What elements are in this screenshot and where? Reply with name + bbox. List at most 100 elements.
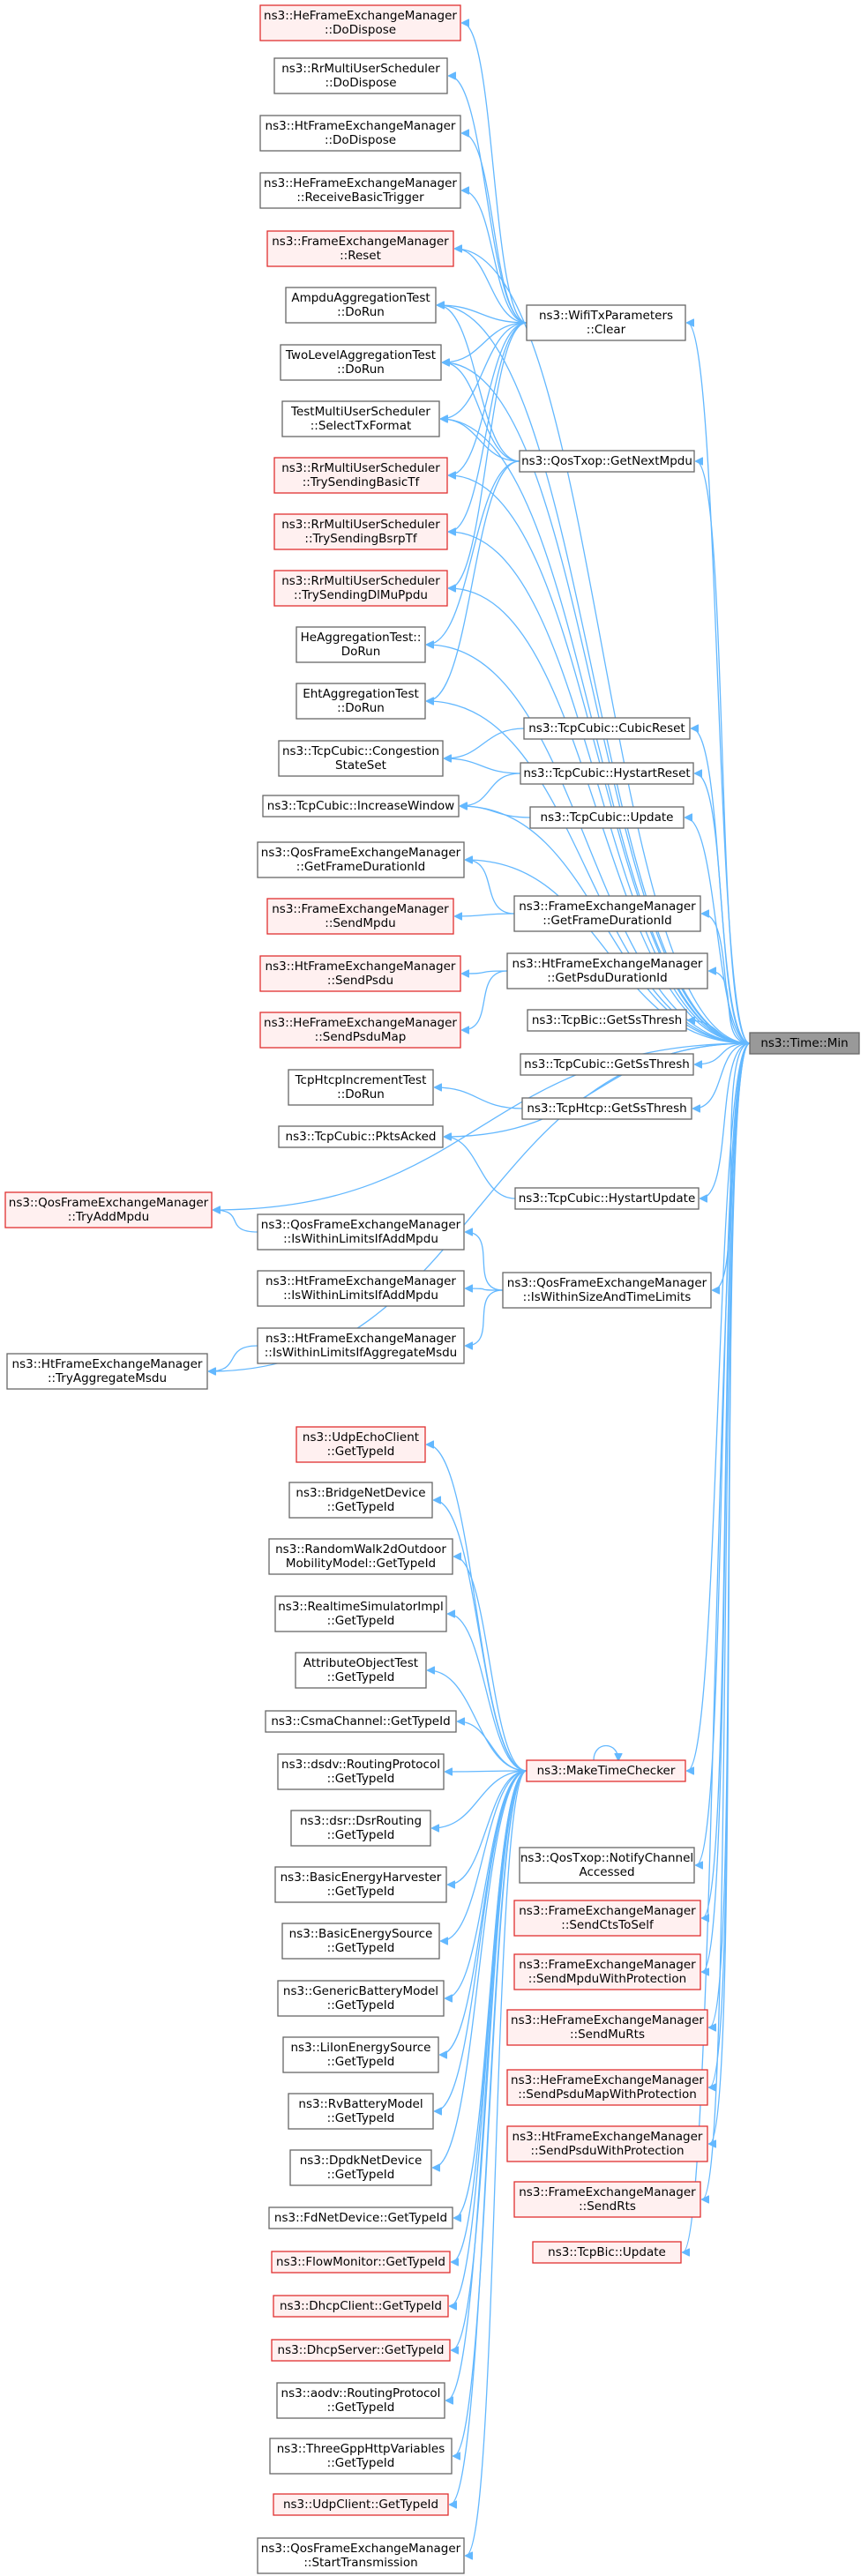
node-qosfem-starttx[interactable]: ns3::QosFrameExchangeManager::StartTrans… bbox=[257, 2537, 465, 2574]
node-htfem-gpdi[interactable]: ns3::HtFrameExchangeManager::GetPsduDura… bbox=[506, 952, 708, 989]
node-rrmus-tsbsrptf[interactable]: ns3::RrMultiUserScheduler::TrySendingBsr… bbox=[273, 513, 448, 550]
node-hefem-rbt[interactable]: ns3::HeFrameExchangeManager::ReceiveBasi… bbox=[259, 172, 461, 209]
node-box bbox=[506, 2009, 708, 2046]
node-rrmus-tsbtf[interactable]: ns3::RrMultiUserScheduler::TrySendingBas… bbox=[273, 457, 448, 494]
node-dhcpserver-gti[interactable]: ns3::DhcpServer::GetTypeId bbox=[271, 2339, 451, 2362]
node-threegpp-gti[interactable]: ns3::ThreeGppHttpVariables::GetTypeId bbox=[269, 2438, 453, 2475]
node-hefem-dodispose[interactable]: ns3::HeFrameExchangeManager::DoDispose bbox=[259, 4, 461, 41]
node-flowmonitor-gti[interactable]: ns3::FlowMonitor::GetTypeId bbox=[271, 2251, 451, 2274]
node-qostxop-gnm[interactable]: ns3::QosTxop::GetNextMpdu bbox=[519, 450, 695, 473]
node-fem-sendmpduwp[interactable]: ns3::FrameExchangeManager::SendMpduWithP… bbox=[513, 1953, 701, 1990]
node-qosfem-gfdi[interactable]: ns3::QosFrameExchangeManager::GetFrameDu… bbox=[257, 841, 465, 878]
node-liion-gti[interactable]: ns3::LiIonEnergySource::GetTypeId bbox=[282, 2036, 439, 2073]
node-box bbox=[295, 1652, 427, 1689]
node-tcpcubic-iw[interactable]: ns3::TcpCubic::IncreaseWindow bbox=[262, 795, 460, 818]
node-wtxp-clear[interactable]: ns3::WifiTxParameters::Clear bbox=[526, 304, 686, 341]
node-hefem-sendpsdumap[interactable]: ns3::HeFrameExchangeManager::SendPsduMap bbox=[259, 1012, 461, 1049]
node-rrmus-tsdlmu[interactable]: ns3::RrMultiUserScheduler::TrySendingDlM… bbox=[273, 570, 448, 607]
edge-rrmus_tsdlmu-to-wtxp_clear bbox=[449, 322, 528, 588]
node-csmachannel-gti[interactable]: ns3::CsmaChannel::GetTypeId bbox=[265, 1710, 457, 1733]
node-tcpcubic-cubicreset[interactable]: ns3::TcpCubic::CubicReset bbox=[523, 717, 691, 740]
node-hefem-sendpsdumapwp[interactable]: ns3::HeFrameExchangeManager::SendPsduMap… bbox=[506, 2069, 708, 2106]
node-heagg-dorun[interactable]: HeAggregationTest::DoRun bbox=[296, 626, 426, 663]
node-genericbattery-gti[interactable]: ns3::GenericBatteryModel::GetTypeId bbox=[277, 1980, 445, 2017]
node-basicenergyharvester-gti[interactable]: ns3::BasicEnergyHarvester::GetTypeId bbox=[274, 1866, 447, 1903]
node-qosfem-tryaddmpdu[interactable]: ns3::QosFrameExchangeManager::TryAddMpdu bbox=[4, 1191, 213, 1228]
node-testmus-stf[interactable]: TestMultiUserScheduler::SelectTxFormat bbox=[281, 400, 440, 437]
node-label: ::SendPsduMapWithProtection bbox=[518, 2087, 697, 2102]
node-tcpcubic-update[interactable]: ns3::TcpCubic::Update bbox=[529, 806, 685, 829]
node-tcpcubic-gsst[interactable]: ns3::TcpCubic::GetSsThresh bbox=[520, 1053, 694, 1076]
node-qosfem-iwliam[interactable]: ns3::QosFrameExchangeManager::IsWithinLi… bbox=[257, 1213, 465, 1251]
node-label: ns3::UdpEchoClient bbox=[303, 1430, 419, 1445]
node-label: ns3::RrMultiUserScheduler bbox=[281, 461, 440, 475]
node-label: ::IsWithinLimitsIfAddMpdu bbox=[283, 1288, 438, 1303]
node-htfem-dodispose[interactable]: ns3::HtFrameExchangeManager::DoDispose bbox=[259, 115, 461, 152]
node-htfem-sendpsdu[interactable]: ns3::HtFrameExchangeManager::SendPsdu bbox=[259, 955, 461, 992]
node-tcpbic-gsst[interactable]: ns3::TcpBic::GetSsThresh bbox=[527, 1009, 687, 1032]
node-ehtagg-dorun[interactable]: EhtAggregationTest::DoRun bbox=[296, 683, 426, 720]
node-label: ns3::QosFrameExchangeManager bbox=[507, 1276, 707, 1290]
node-aodv-gti[interactable]: ns3::aodv::RoutingProtocol::GetTypeId bbox=[276, 2382, 445, 2419]
node-box bbox=[502, 1272, 712, 1309]
edge-ehtagg_dorun-to-qostxop_gnm bbox=[427, 460, 520, 701]
node-dhcpclient-gti[interactable]: ns3::DhcpClient::GetTypeId bbox=[273, 2295, 449, 2318]
edge-testmus_stf-to-wtxp_clear bbox=[441, 322, 528, 419]
node-rrmus-dodispose[interactable]: ns3::RrMultiUserScheduler::DoDispose bbox=[273, 57, 448, 94]
node-box bbox=[519, 450, 695, 473]
node-tcphtcp-gsst[interactable]: ns3::TcpHtcp::GetSsThresh bbox=[521, 1097, 692, 1120]
edge-qosfem_tryaddmpdu-to-qosfem_iwliam bbox=[213, 1210, 258, 1233]
node-box bbox=[513, 1953, 701, 1990]
node-fdnetdevice-gti[interactable]: ns3::FdNetDevice::GetTypeId bbox=[268, 2206, 453, 2229]
node-tcpcubic-pktsacked[interactable]: ns3::TcpCubic::PktsAcked bbox=[278, 1125, 444, 1148]
node-box bbox=[271, 2251, 451, 2274]
node-fem-sendctstoself[interactable]: ns3::FrameExchangeManager::SendCtsToSelf bbox=[513, 1900, 701, 1937]
node-box bbox=[529, 806, 685, 829]
node-box bbox=[296, 683, 426, 720]
node-label: ::IsWithinLimitsIfAddMpdu bbox=[283, 1232, 438, 1246]
node-box bbox=[273, 2295, 449, 2318]
node-label: ::SendRts bbox=[579, 2199, 636, 2214]
node-htfem-tryaggmsdu[interactable]: ns3::HtFrameExchangeManager::TryAggregat… bbox=[6, 1353, 208, 1390]
node-fem-sendrts[interactable]: ns3::FrameExchangeManager::SendRts bbox=[513, 2181, 701, 2218]
node-randomwalk-gti[interactable]: ns3::RandomWalk2dOutdoorMobilityModel::G… bbox=[268, 1538, 453, 1575]
node-label: TwoLevelAggregationTest bbox=[285, 348, 436, 362]
node-dsr-gti[interactable]: ns3::dsr::DsrRouting::GetTypeId bbox=[290, 1810, 431, 1847]
node-hefem-sendmurts[interactable]: ns3::HeFrameExchangeManager::SendMuRts bbox=[506, 2009, 708, 2046]
node-tcpcubic-hystartupdate[interactable]: ns3::TcpCubic::HystartUpdate bbox=[514, 1187, 700, 1210]
node-rvbattery-gti[interactable]: ns3::RvBatteryModel::GetTypeId bbox=[288, 2093, 434, 2130]
node-basicenergysource-gti[interactable]: ns3::BasicEnergySource::GetTypeId bbox=[281, 1923, 440, 1960]
node-fem-sendmpdu[interactable]: ns3::FrameExchangeManager::SendMpdu bbox=[266, 898, 454, 935]
node-htfem-sendpsduwp[interactable]: ns3::HtFrameExchangeManager::SendPsduWit… bbox=[506, 2125, 708, 2162]
node-tcpbic-update[interactable]: ns3::TcpBic::Update bbox=[532, 2241, 682, 2264]
node-label: ns3::TcpCubic::Congestion bbox=[282, 744, 439, 758]
node-label: ns3::RrMultiUserScheduler bbox=[281, 62, 440, 76]
node-box bbox=[269, 2438, 453, 2475]
node-box bbox=[273, 57, 448, 94]
node-htfem-iwliam[interactable]: ns3::HtFrameExchangeManager::IsWithinLim… bbox=[257, 1270, 465, 1307]
node-root[interactable]: ns3::Time::Min bbox=[749, 1032, 860, 1055]
node-box bbox=[273, 2493, 449, 2516]
node-twolevel-dorun[interactable]: TwoLevelAggregationTest::DoRun bbox=[280, 344, 442, 381]
node-tcphtcpinc-dorun[interactable]: TcpHtcpIncrementTest::DoRun bbox=[288, 1069, 434, 1106]
node-tcpcubic-hystartreset[interactable]: ns3::TcpCubic::HystartReset bbox=[520, 762, 694, 785]
node-realtimesim-gti[interactable]: ns3::RealtimeSimulatorImpl::GetTypeId bbox=[274, 1595, 447, 1632]
node-fem-gfdi[interactable]: ns3::FrameExchangeManager::GetFrameDurat… bbox=[513, 895, 701, 932]
node-udpclient-gti[interactable]: ns3::UdpClient::GetTypeId bbox=[273, 2493, 449, 2516]
node-htfem-iwliagg[interactable]: ns3::HtFrameExchangeManager::IsWithinLim… bbox=[257, 1327, 465, 1364]
node-attrobjtest-gti[interactable]: AttributeObjectTest::GetTypeId bbox=[295, 1652, 427, 1689]
node-label: ns3::BasicEnergyHarvester bbox=[281, 1870, 442, 1885]
node-bridgenetdevice-gti[interactable]: ns3::BridgeNetDevice::GetTypeId bbox=[288, 1482, 433, 1519]
node-dsdv-gti[interactable]: ns3::dsdv::RoutingProtocol::GetTypeId bbox=[277, 1753, 445, 1790]
node-label: ns3::GenericBatteryModel bbox=[283, 1984, 438, 1998]
node-ampdu-dorun[interactable]: AmpduAggregationTest::DoRun bbox=[285, 287, 437, 324]
node-dpdknetdevice-gti[interactable]: ns3::DpdkNetDevice::GetTypeId bbox=[289, 2149, 432, 2186]
node-label: ns3::QosFrameExchangeManager bbox=[9, 1196, 209, 1210]
node-udpechoclient-gti[interactable]: ns3::UdpEchoClient::GetTypeId bbox=[296, 1426, 426, 1463]
node-qosfem-iwsatl[interactable]: ns3::QosFrameExchangeManager::IsWithinSi… bbox=[502, 1272, 712, 1309]
node-fem-reset[interactable]: ns3::FrameExchangeManager::Reset bbox=[266, 230, 454, 267]
node-maketimechecker[interactable]: ns3::MakeTimeChecker bbox=[526, 1759, 686, 1782]
node-label: ::DoDispose bbox=[325, 133, 396, 147]
